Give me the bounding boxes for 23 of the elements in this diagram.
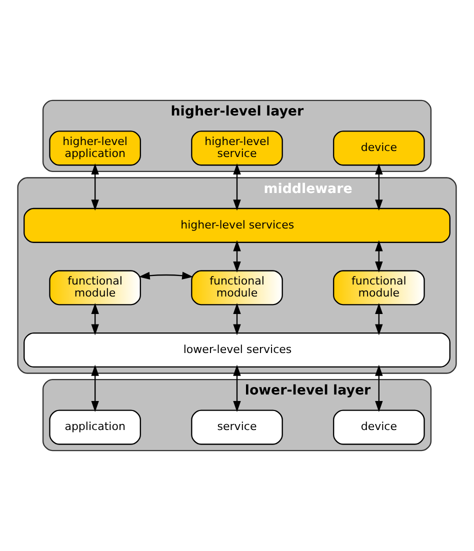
arrow: [233, 163, 241, 211]
node-box: higher-level application: [49, 130, 141, 166]
node-box: functional module: [333, 270, 425, 306]
node-box: lower-level services: [24, 332, 450, 368]
node-box: application: [49, 410, 141, 445]
node-box: functional module: [191, 270, 283, 306]
arrow: [91, 302, 99, 336]
arrow: [91, 163, 99, 211]
arrow: [375, 163, 383, 211]
arrow: [138, 272, 194, 280]
node-box: higher-level services: [24, 208, 450, 243]
node-box: service: [191, 410, 283, 445]
node-box: device: [333, 130, 425, 166]
arrow: [91, 364, 99, 412]
arrow: [233, 364, 241, 412]
arrow: [375, 302, 383, 336]
arrow: [233, 240, 241, 272]
arrow: [233, 302, 241, 336]
node-box: device: [333, 410, 425, 445]
node-box: functional module: [49, 270, 141, 306]
arrow: [375, 364, 383, 412]
node-box: higher-level service: [191, 130, 283, 166]
arrow: [375, 240, 383, 272]
